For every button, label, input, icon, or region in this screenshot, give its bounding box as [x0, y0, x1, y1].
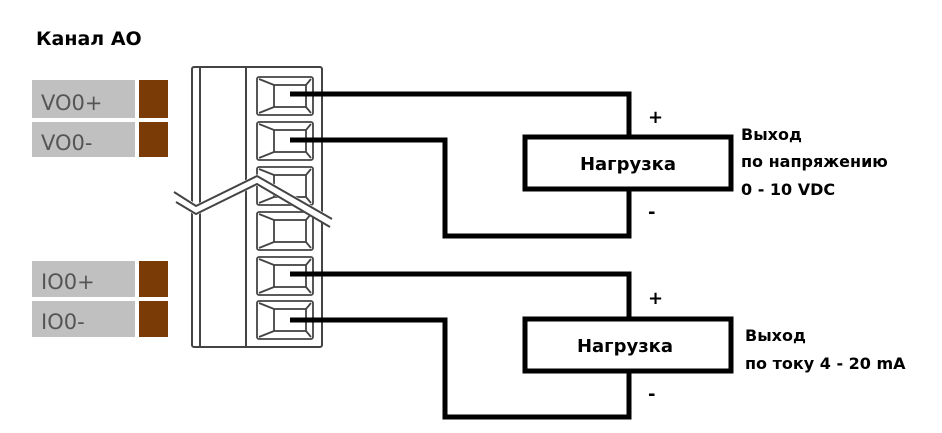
- pin-color-swatch: [139, 261, 168, 297]
- load-label: Нагрузка: [580, 154, 676, 175]
- wires: [290, 91, 632, 420]
- pin-label-vo0-minus: VO0-: [32, 122, 168, 157]
- pin-label-text: VO0+: [41, 91, 102, 115]
- pin-label-vo0-plus: VO0+: [32, 80, 168, 118]
- pin-color-swatch: [139, 301, 168, 337]
- load-current: Нагрузка + - Выход по току 4 - 20 mA: [522, 288, 906, 405]
- pin-color-swatch: [139, 122, 168, 157]
- pin-label-text: VO0-: [41, 131, 92, 155]
- load-label: Нагрузка: [577, 336, 673, 357]
- load-voltage: Нагрузка + - Выход по напряжению 0 - 10 …: [522, 107, 888, 223]
- output-desc-line: 0 - 10 VDC: [741, 180, 835, 199]
- terminal-slot: [256, 211, 314, 251]
- wire-io0-minus: [290, 317, 632, 420]
- load-box: [522, 134, 734, 192]
- break-mark: [172, 174, 335, 228]
- polarity-minus: -: [648, 384, 655, 405]
- pin-color-swatch: [139, 80, 168, 118]
- pin-label-text: IO0+: [41, 270, 95, 294]
- load-box: [522, 316, 734, 374]
- output-desc-line: Выход: [741, 125, 802, 144]
- polarity-plus: +: [648, 107, 663, 128]
- diagram-title: Канал АО: [36, 28, 142, 50]
- wire-vo0-minus: [290, 137, 632, 239]
- output-desc-line: по напряжению: [741, 152, 888, 171]
- pin-label-text: IO0-: [41, 310, 85, 334]
- polarity-minus: -: [648, 202, 655, 223]
- polarity-plus: +: [648, 288, 663, 309]
- wire-vo0-plus: [290, 91, 632, 135]
- pin-label-io0-plus: IO0+: [32, 261, 168, 297]
- output-desc-line: Выход: [745, 326, 806, 345]
- pin-label-io0-minus: IO0-: [32, 301, 168, 337]
- output-desc-line: по току 4 - 20 mA: [745, 354, 906, 373]
- wire-io0-plus: [290, 271, 632, 317]
